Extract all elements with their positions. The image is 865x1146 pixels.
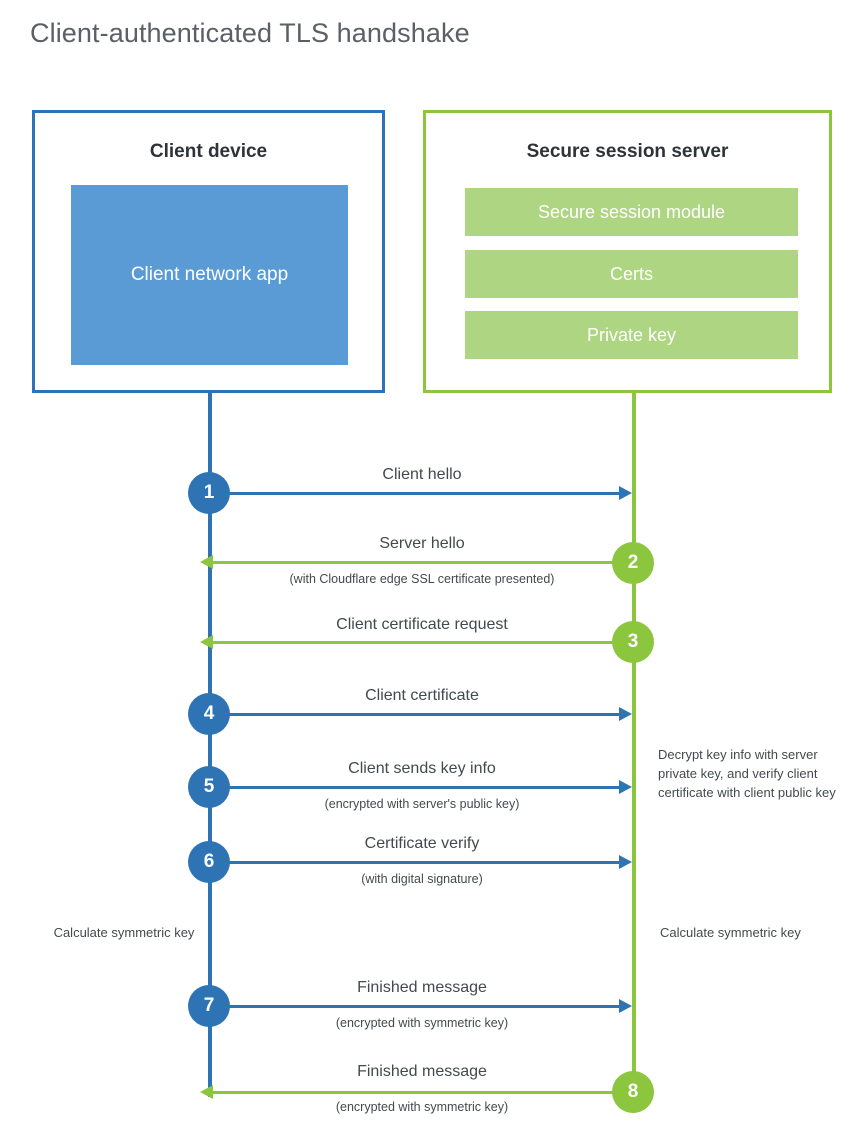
annotation-server-decrypt: Decrypt key info with server private key…	[658, 747, 836, 800]
step-circle-3: 3	[612, 621, 654, 663]
server-lifeline	[632, 390, 636, 1095]
message-sublabel-2: (with Cloudflare edge SSL certificate pr…	[289, 572, 555, 586]
arrowhead-left-icon	[200, 635, 213, 649]
message-sublabel-7: (encrypted with symmetric key)	[335, 1016, 509, 1030]
client-network-app-block: Client network app	[71, 185, 348, 365]
server-component-certs: Certs	[465, 250, 798, 298]
step-circle-4: 4	[188, 693, 230, 735]
step-circle-5: 5	[188, 766, 230, 808]
arrowhead-right-icon	[619, 855, 632, 869]
message-sublabel-5: (encrypted with server's public key)	[324, 797, 520, 811]
arrowhead-right-icon	[619, 486, 632, 500]
message-arrow-8	[200, 1085, 632, 1099]
message-arrow-4	[210, 707, 632, 721]
secure-session-server-title: Secure session server	[526, 141, 729, 162]
step-circle-6: 6	[188, 841, 230, 883]
message-label-2: Server hello	[379, 535, 465, 552]
arrowhead-right-icon	[619, 999, 632, 1013]
message-sublabel-6: (with digital signature)	[361, 872, 483, 886]
message-arrow-6	[210, 855, 632, 869]
page-title: Client-authenticated TLS handshake	[30, 18, 470, 48]
step-circle-7: 7	[188, 985, 230, 1027]
message-label-7: Finished message	[357, 979, 487, 996]
message-arrow-3	[200, 635, 632, 649]
client-lifeline	[208, 390, 212, 1097]
step-circle-1: 1	[188, 472, 230, 514]
secure-session-server-box: Secure session server Secure session mod…	[423, 110, 832, 393]
arrowhead-left-icon	[200, 1085, 213, 1099]
step-circle-8: 8	[612, 1071, 654, 1113]
message-label-1: Client hello	[382, 466, 462, 483]
message-label-3: Client certificate request	[336, 616, 508, 633]
message-label-4: Client certificate	[365, 687, 479, 704]
arrowhead-left-icon	[200, 555, 213, 569]
message-label-5: Client sends key info	[348, 760, 496, 777]
annotation-client-calculate-symmetric-key: Calculate symmetric key	[53, 925, 195, 940]
message-arrow-2	[200, 555, 632, 569]
arrowhead-right-icon	[619, 780, 632, 794]
message-sublabel-8: (encrypted with symmetric key)	[335, 1100, 509, 1114]
client-device-box: Client device Client network app	[32, 110, 385, 393]
message-arrow-7	[210, 999, 632, 1013]
annotation-server-calculate-symmetric-key: Calculate symmetric key	[660, 925, 801, 940]
message-label-8: Finished message	[357, 1063, 487, 1080]
arrowhead-right-icon	[619, 707, 632, 721]
message-arrow-5	[210, 780, 632, 794]
message-label-6: Certificate verify	[364, 835, 480, 852]
step-circle-2: 2	[612, 542, 654, 584]
client-device-title: Client device	[149, 141, 268, 162]
message-arrow-1	[210, 486, 632, 500]
server-component-private-key: Private key	[465, 311, 798, 359]
server-component-secure-session-module: Secure session module	[465, 188, 798, 236]
